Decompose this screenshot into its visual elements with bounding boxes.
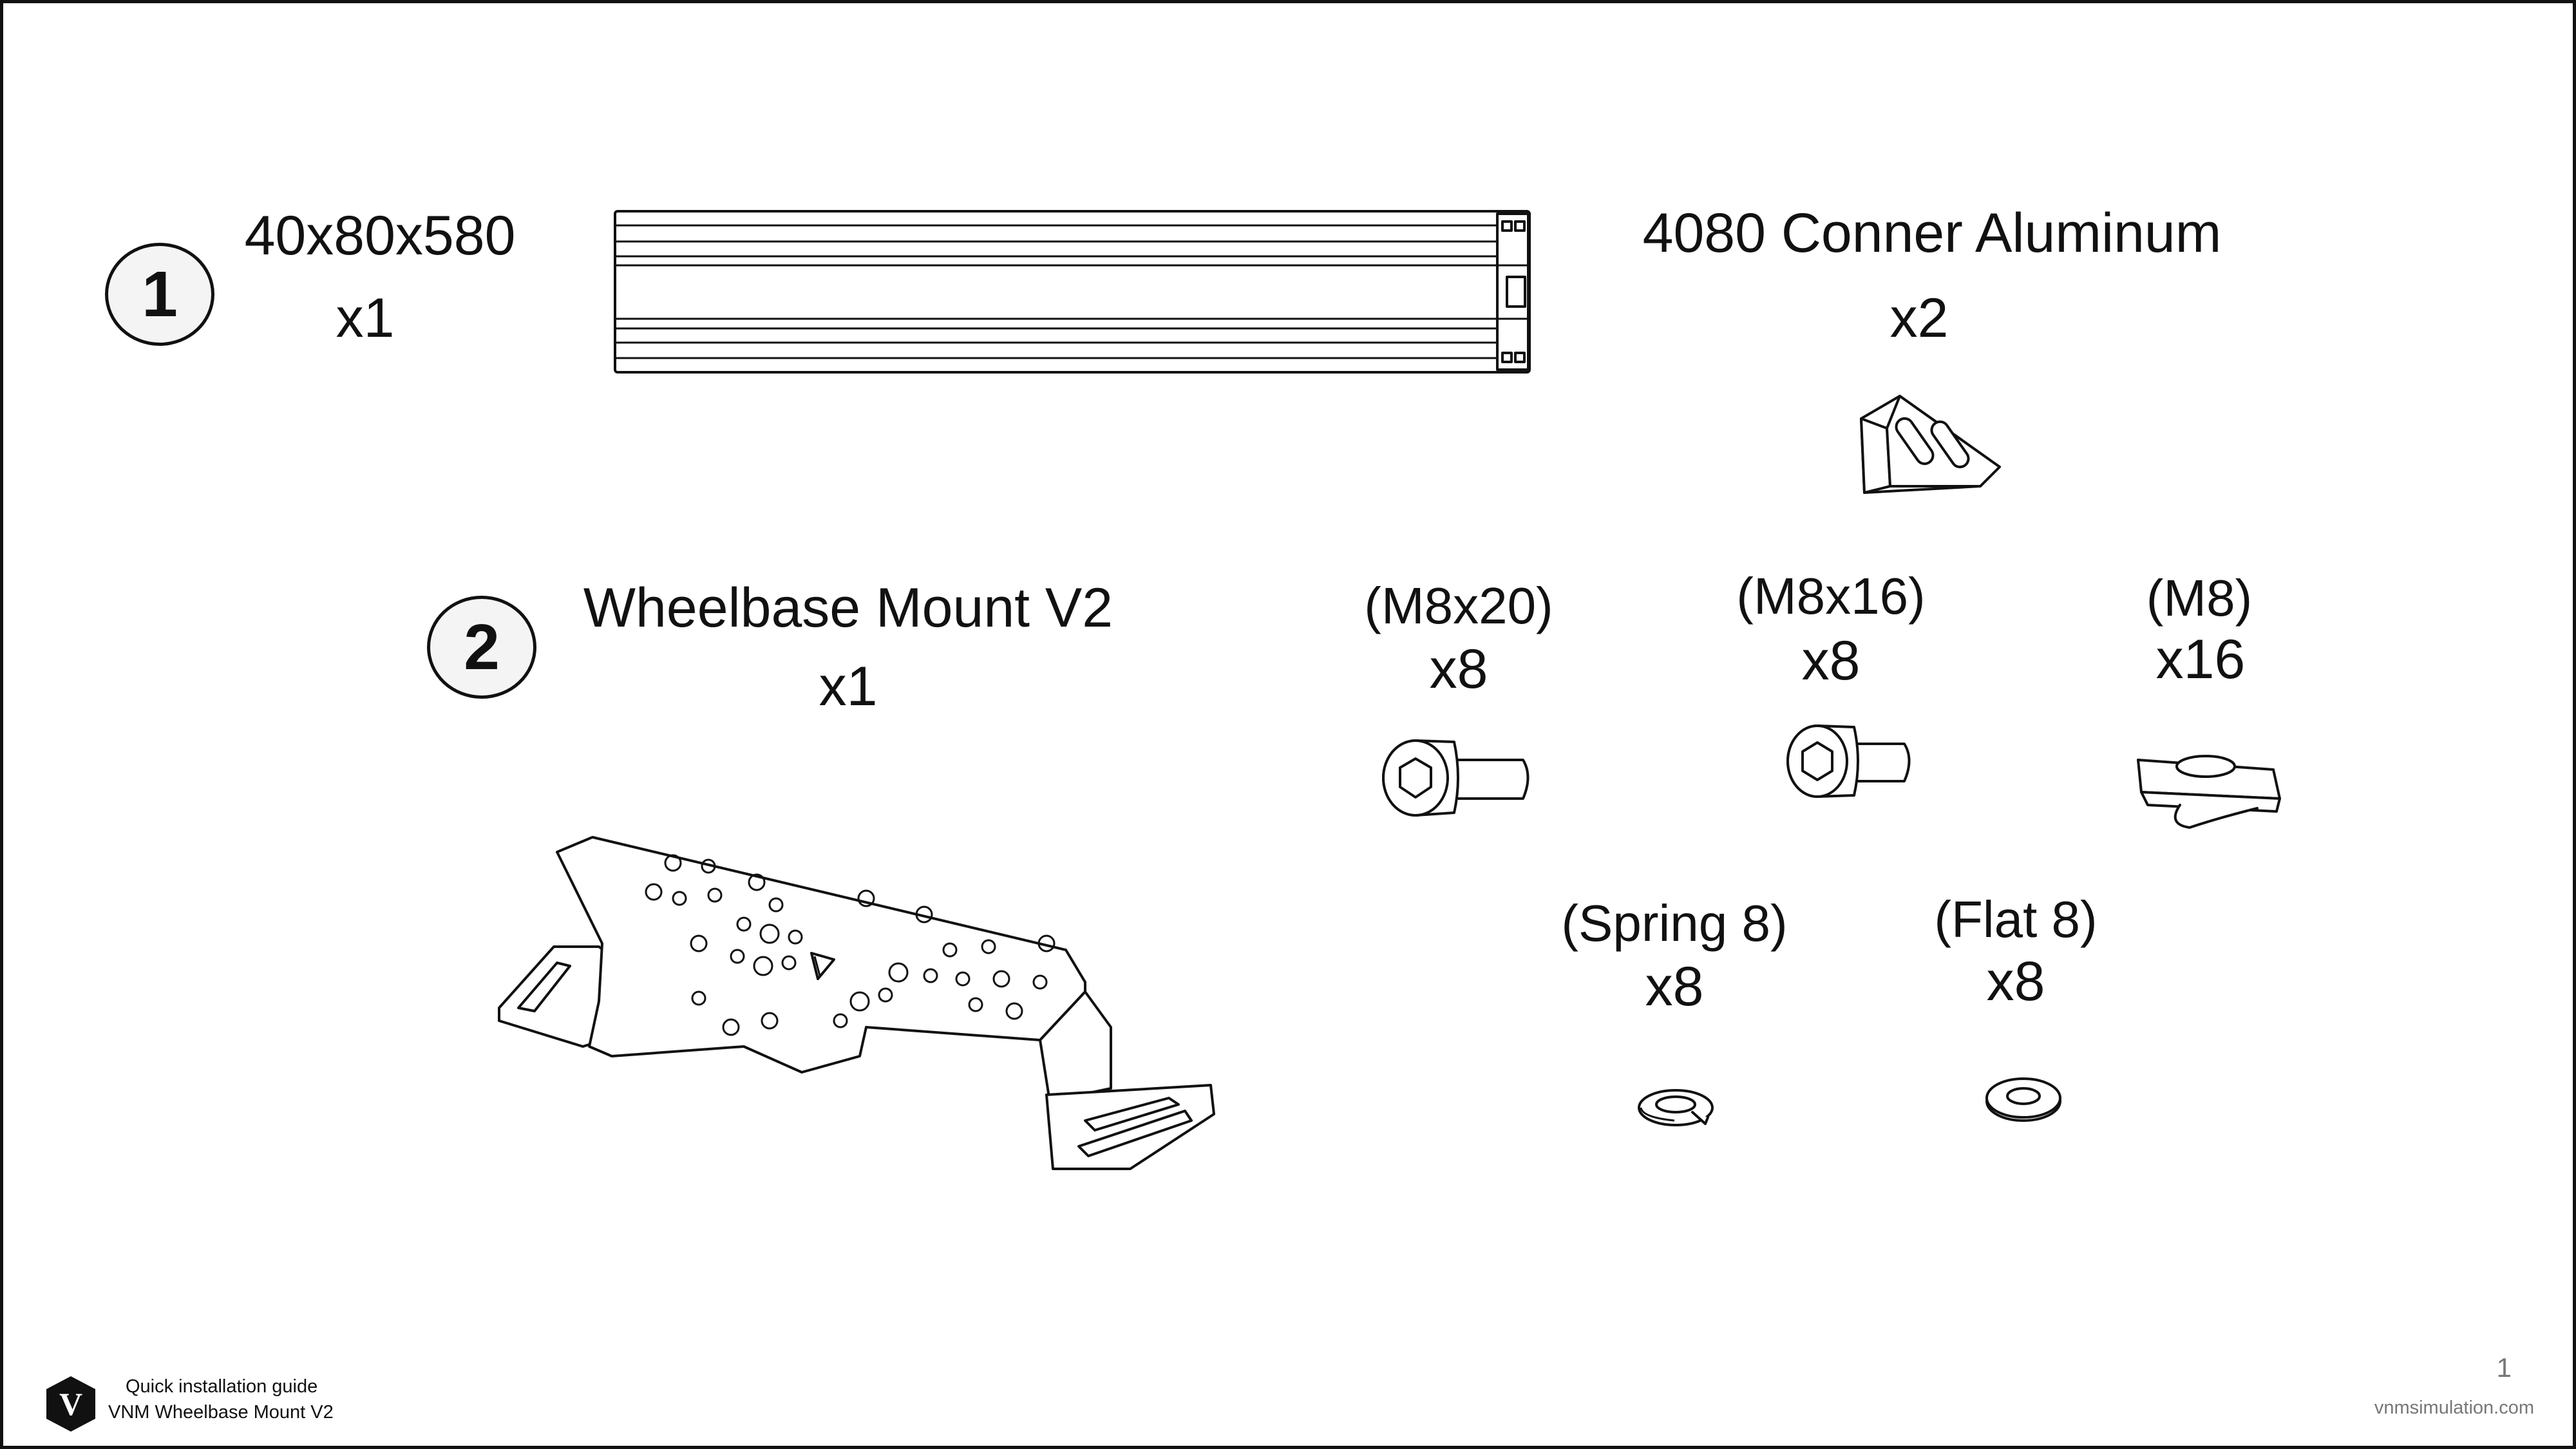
section-1-marker: 1	[105, 243, 214, 346]
website-url: vnmsimulation.com	[2374, 1397, 2534, 1418]
spring-washer-name: (Spring 8)	[1561, 895, 1788, 952]
aluminum-profile-illustration	[614, 210, 1531, 374]
t-nut-m8-illustration	[2137, 755, 2281, 829]
vnm-logo: V	[46, 1376, 95, 1432]
guide-title: Quick installation guide	[126, 1376, 318, 1397]
product-name: VNM Wheelbase Mount V2	[108, 1402, 334, 1423]
logo-letter: V	[59, 1386, 82, 1422]
section-2-number: 2	[464, 611, 500, 683]
corner-bracket-illustration	[1860, 395, 2001, 494]
bolt-m8x20-name: (M8x20)	[1364, 577, 1553, 634]
corner-qty: x2	[1889, 287, 1949, 349]
section-2-marker: 2	[427, 596, 536, 699]
bolt-m8x16-qty: x8	[1801, 630, 1861, 692]
tnut-m8-qty: x16	[2155, 629, 2246, 690]
spring-washer-qty: x8	[1645, 956, 1704, 1018]
corner-name: 4080 Conner Aluminum	[1642, 202, 2222, 264]
spring-washer-illustration	[1638, 1089, 1714, 1126]
profile-name: 40x80x580	[244, 205, 516, 267]
flat-washer-qty: x8	[1986, 951, 2045, 1012]
flat-washer-name: (Flat 8)	[1934, 891, 2098, 948]
tnut-m8-name: (M8)	[2146, 569, 2253, 627]
mount-name: Wheelbase Mount V2	[583, 577, 1113, 639]
profile-qty: x1	[336, 287, 395, 349]
bolt-m8x20-qty: x8	[1429, 638, 1488, 700]
bolt-m8x16-illustration	[1786, 724, 1911, 798]
wheelbase-mount-illustration	[498, 836, 1215, 1170]
flat-washer-illustration	[1985, 1077, 2061, 1122]
bolt-m8x20-illustration	[1382, 739, 1530, 817]
mount-qty: x1	[819, 656, 878, 717]
page-number: 1	[2496, 1352, 2512, 1383]
section-1-number: 1	[142, 258, 178, 330]
bolt-m8x16-name: (M8x16)	[1736, 567, 1926, 625]
